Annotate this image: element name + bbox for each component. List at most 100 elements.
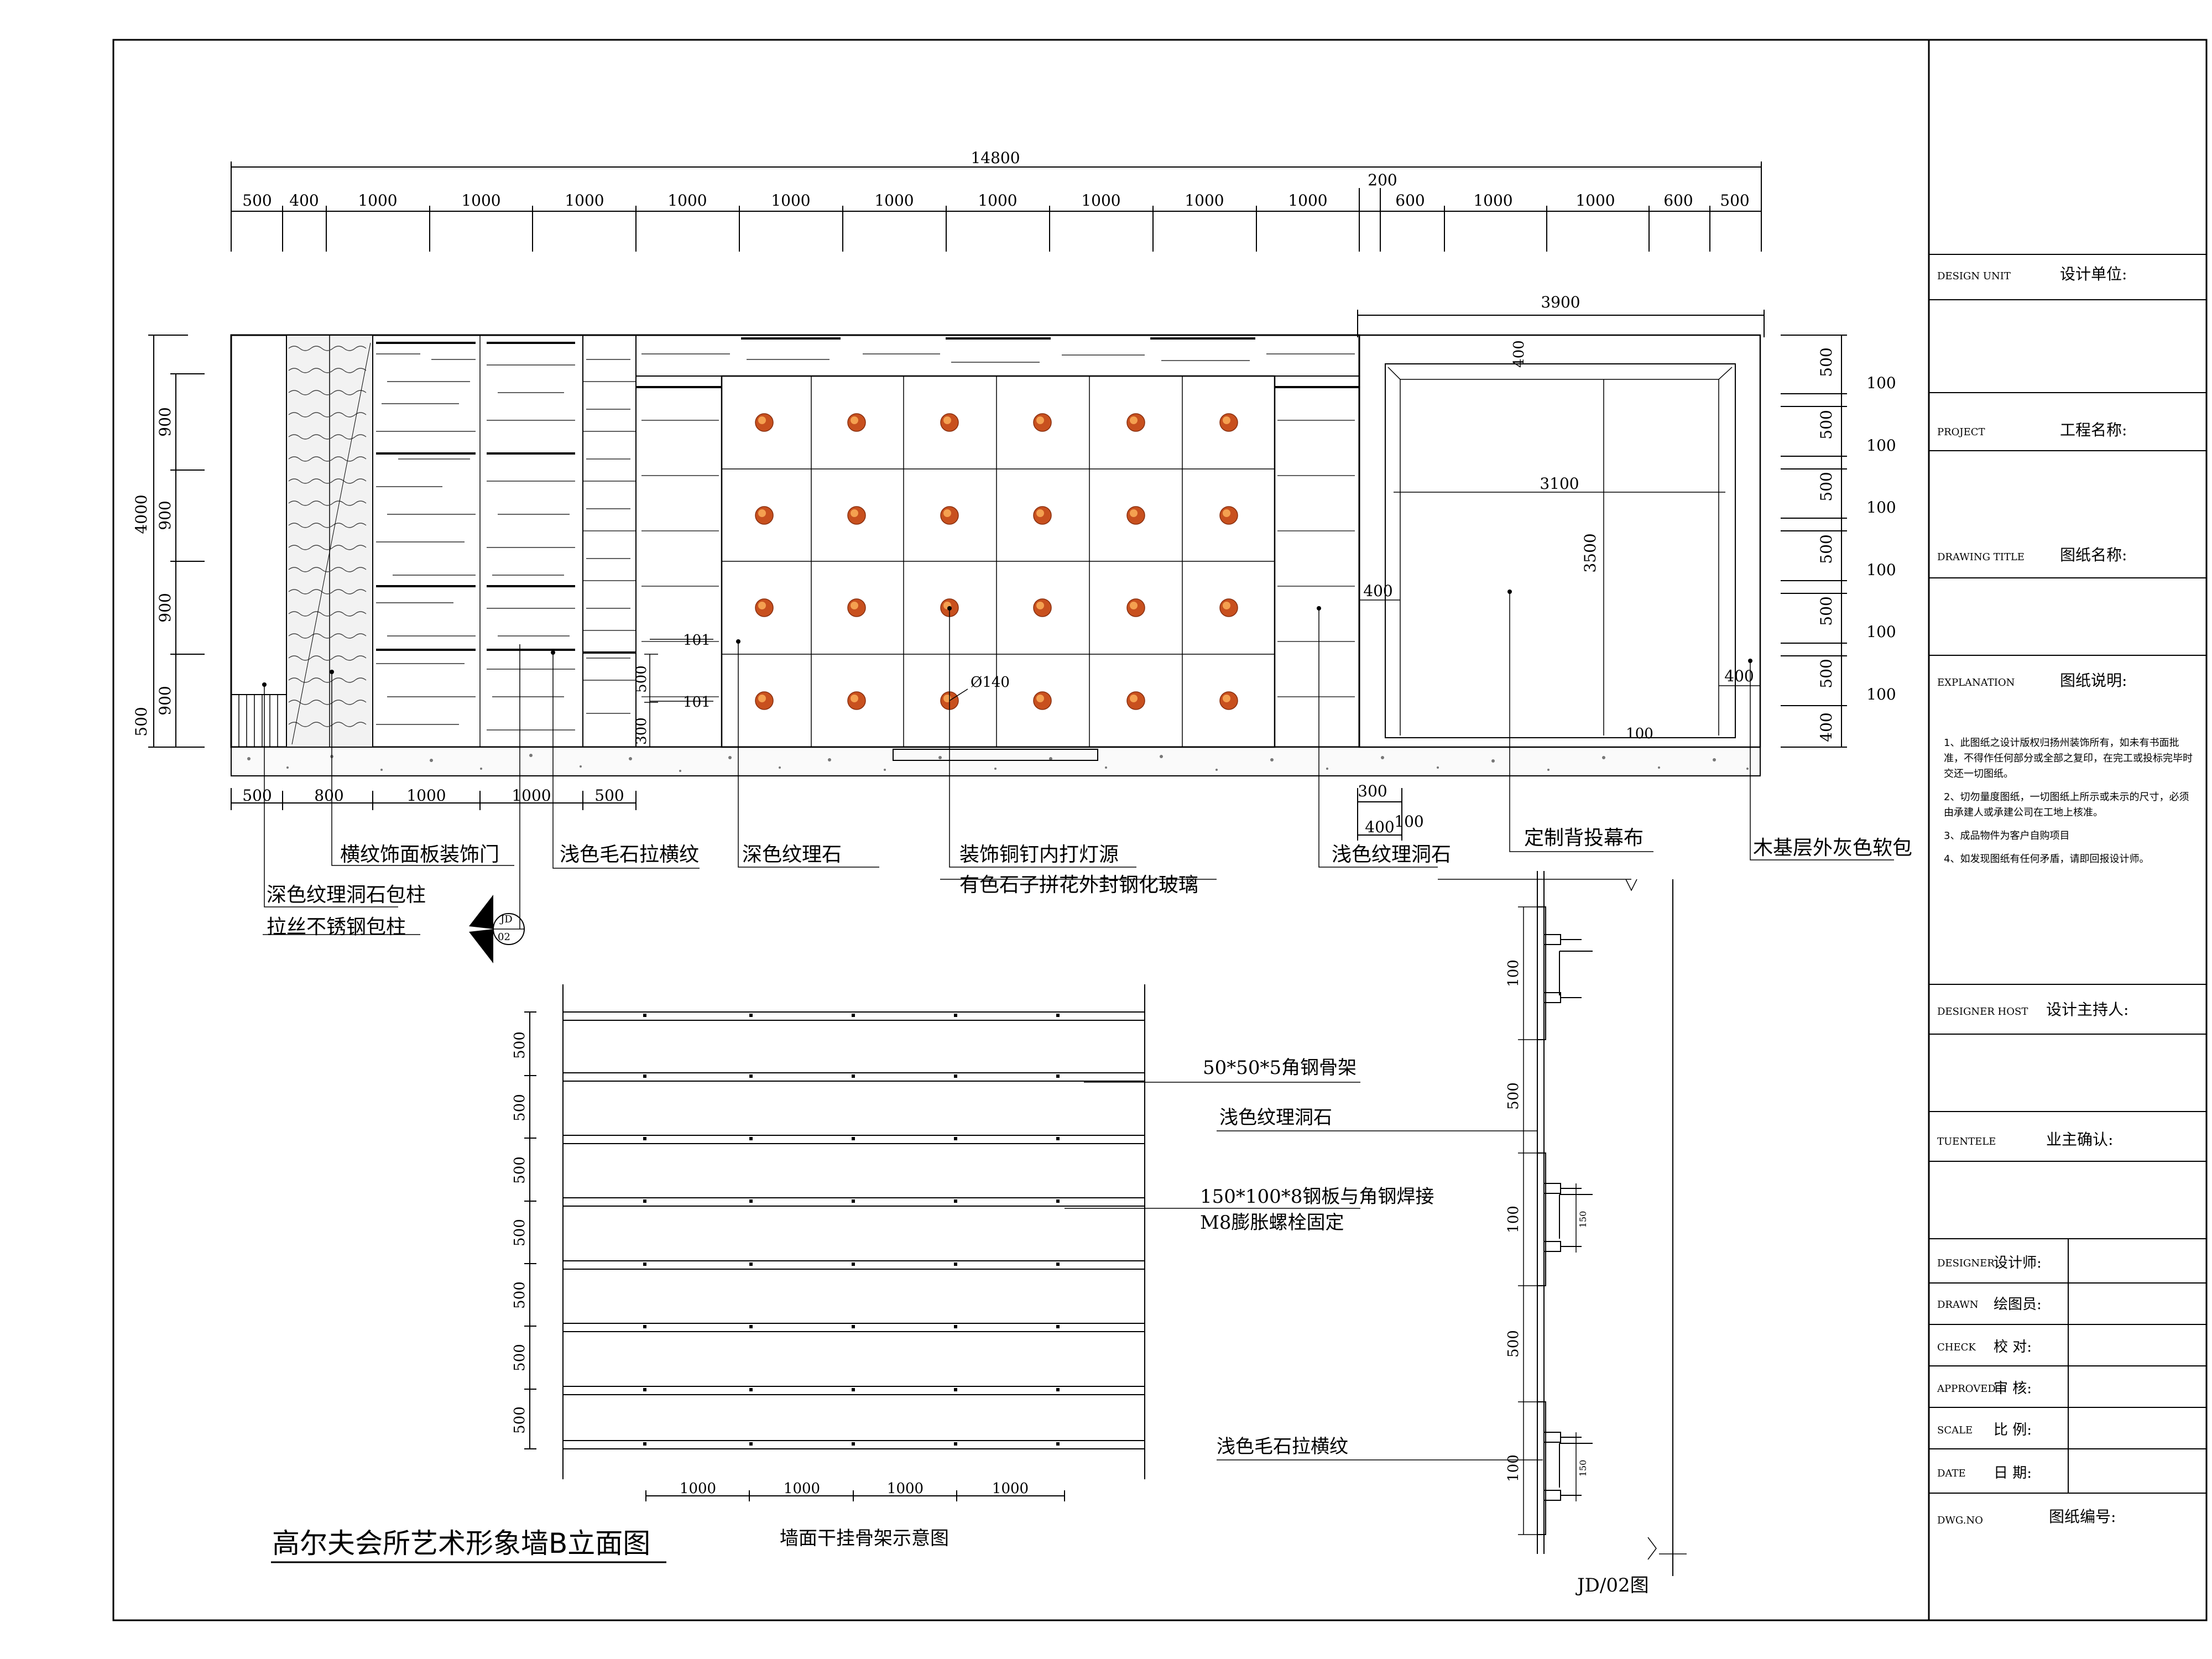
label-angle-steel: 50*50*5角钢骨架 [1203,1057,1357,1079]
label-steel-column: 拉丝不锈钢包柱 [267,916,406,938]
frame-dim-6: 500 [512,1406,528,1434]
label-light-stone-horizontal: 浅色毛石拉横纹 [560,843,699,866]
dim-mid-300: 300 [633,717,650,745]
tb-client-zh: 业主确认: [2046,1130,2113,1149]
tb-explanation-zh: 图纸说明: [2060,671,2127,690]
tb-project-zh: 工程名称: [2060,421,2127,439]
dim-offset-top: 400 [1511,340,1527,368]
dim-offset-right: 400 [1724,667,1754,685]
tb-staff-0-zh: 设计师: [1994,1255,2042,1271]
dim-offset-bottom: 100 [1626,726,1653,742]
label-bolt: M8膨胀螺栓固定 [1200,1212,1344,1234]
sheet-border [112,39,2208,1621]
tb-staff-1-zh: 绘图员: [1994,1296,2042,1313]
dim-left-3: 900 [156,686,174,715]
dim-top-7: 1000 [874,191,914,210]
section-mark: JD 02 [469,895,525,963]
dim-top-r4: 600 [1663,191,1693,210]
tag-101a: 101 [683,632,711,649]
dim-right-6: 400 [1817,712,1835,742]
dim-left-total: 4000 [132,494,150,534]
dim-mid-500: 500 [633,665,650,693]
dim-right-small-1: 100 [1866,436,1896,455]
tb-explanation-en: EXPLANATION [1937,677,2015,688]
dim-top-10: 1000 [1185,191,1224,210]
title-block [1929,254,2206,1494]
dim-inner-width: 3100 [1540,474,1579,493]
dim-top-r3: 1000 [1575,191,1615,210]
frame-dim-1: 500 [512,1094,528,1121]
tag-101b: 101 [683,694,711,711]
dim-left-0: 900 [156,407,174,436]
frame-subtitle: 墙面干挂骨架示意图 [780,1527,949,1550]
section-dim-1: 500 [1505,1082,1522,1110]
tb-staff-2-en: CHECK [1937,1342,1976,1353]
tb-staff-4-zh: 比 例: [1994,1422,2032,1438]
label-light-travertine: 浅色纹理洞石 [1332,843,1451,866]
dim-right-1: 500 [1817,410,1835,439]
tb-staff-4-en: SCALE [1937,1425,1973,1436]
label-dark-stone: 深色纹理石 [742,843,842,866]
dim-top-4: 1000 [565,191,604,210]
section-small-1: 150 [1578,1460,1588,1477]
label-copper-nail: 装饰铜钉内打灯源 [959,843,1119,866]
dim-top-r0: 200 [1368,171,1397,189]
dim-top-9: 1000 [1081,191,1120,210]
tb-project-en: PROJECT [1937,426,1985,438]
tb-note-2: 2、切勿量度图纸，一切图纸上所示或未示的尺寸，必须由承建人或承建公司在工地上核准… [1944,791,2189,818]
dim-right-small-0: 100 [1866,374,1896,392]
dim-right-small-5: 100 [1866,685,1896,703]
tb-host-en: DESIGNER HOST [1937,1006,2028,1018]
dim-left-1: 900 [156,500,174,530]
frame-dim-5: 500 [512,1344,528,1371]
dim-right-3: 500 [1817,534,1835,564]
dim-top-r5: 500 [1720,191,1749,210]
tb-staff-1-en: DRAWN [1937,1299,1979,1311]
dim-diameter: Ø140 [971,674,1010,691]
section-dim-0: 100 [1505,959,1522,987]
dim-bottom-0: 500 [242,786,272,805]
label-frame-horizontal: 浅色毛石拉横纹 [1217,1436,1348,1458]
tb-host-zh: 设计主持人: [2046,1000,2128,1019]
dim-top-11: 1000 [1288,191,1327,210]
label-screen: 定制背投幕布 [1524,827,1644,849]
dim-top-r2: 1000 [1473,191,1512,210]
dim-bottom-r0: 300 [1358,782,1387,800]
screen-box [1358,334,1761,748]
label-door: 横纹饰面板装饰门 [340,843,499,866]
label-frame-travertine: 浅色纹理洞石 [1219,1107,1332,1129]
leader-lines [263,592,1894,935]
dim-right-small-4: 100 [1866,623,1896,641]
frame-bottom-3: 1000 [992,1480,1029,1497]
dim-bottom-1: 800 [314,786,343,805]
wave-hatch [288,346,367,727]
label-dark-column: 深色纹理洞石包柱 [267,884,426,906]
label-colored-glass: 有色石子拼花外封钢化玻璃 [959,874,1198,896]
frame-dim-0: 500 [512,1031,528,1059]
frame-diagram: 500 500 500 500 500 500 500 1000 1000 10… [512,984,1145,1550]
tb-staff-3-en: APPROVED [1937,1383,1996,1395]
frame-dim-4: 500 [512,1281,528,1309]
tb-drawing-title-zh: 图纸名称: [2060,546,2127,564]
copper-nail-grid [755,413,1238,710]
floor-hatch [247,754,1749,772]
tb-client-en: TUENTELE [1937,1136,1996,1147]
dim-right-5: 500 [1817,659,1835,688]
section-small-0: 150 [1578,1211,1588,1228]
dim-top-5: 1000 [667,191,707,210]
dim-top-r1: 600 [1395,191,1425,210]
drawing-title: 高尔夫会所艺术形象墙B立面图 [272,1527,650,1559]
dim-left-4: 500 [132,707,150,736]
section-title: JD/02图 [1575,1574,1649,1597]
dim-right-small-2: 100 [1866,498,1896,517]
dim-bottom-r2: 100 [1394,812,1423,831]
dim-right-small-3: 100 [1866,561,1896,579]
dim-bottom-2: 1000 [406,786,446,805]
frame-dim-3: 500 [512,1219,528,1246]
dim-top-8: 1000 [978,191,1017,210]
dim-top-2: 1000 [358,191,397,210]
tb-staff-5-zh: 日 期: [1994,1465,2032,1481]
frame-dim-2: 500 [512,1156,528,1184]
section-dim-3: 500 [1505,1330,1522,1358]
